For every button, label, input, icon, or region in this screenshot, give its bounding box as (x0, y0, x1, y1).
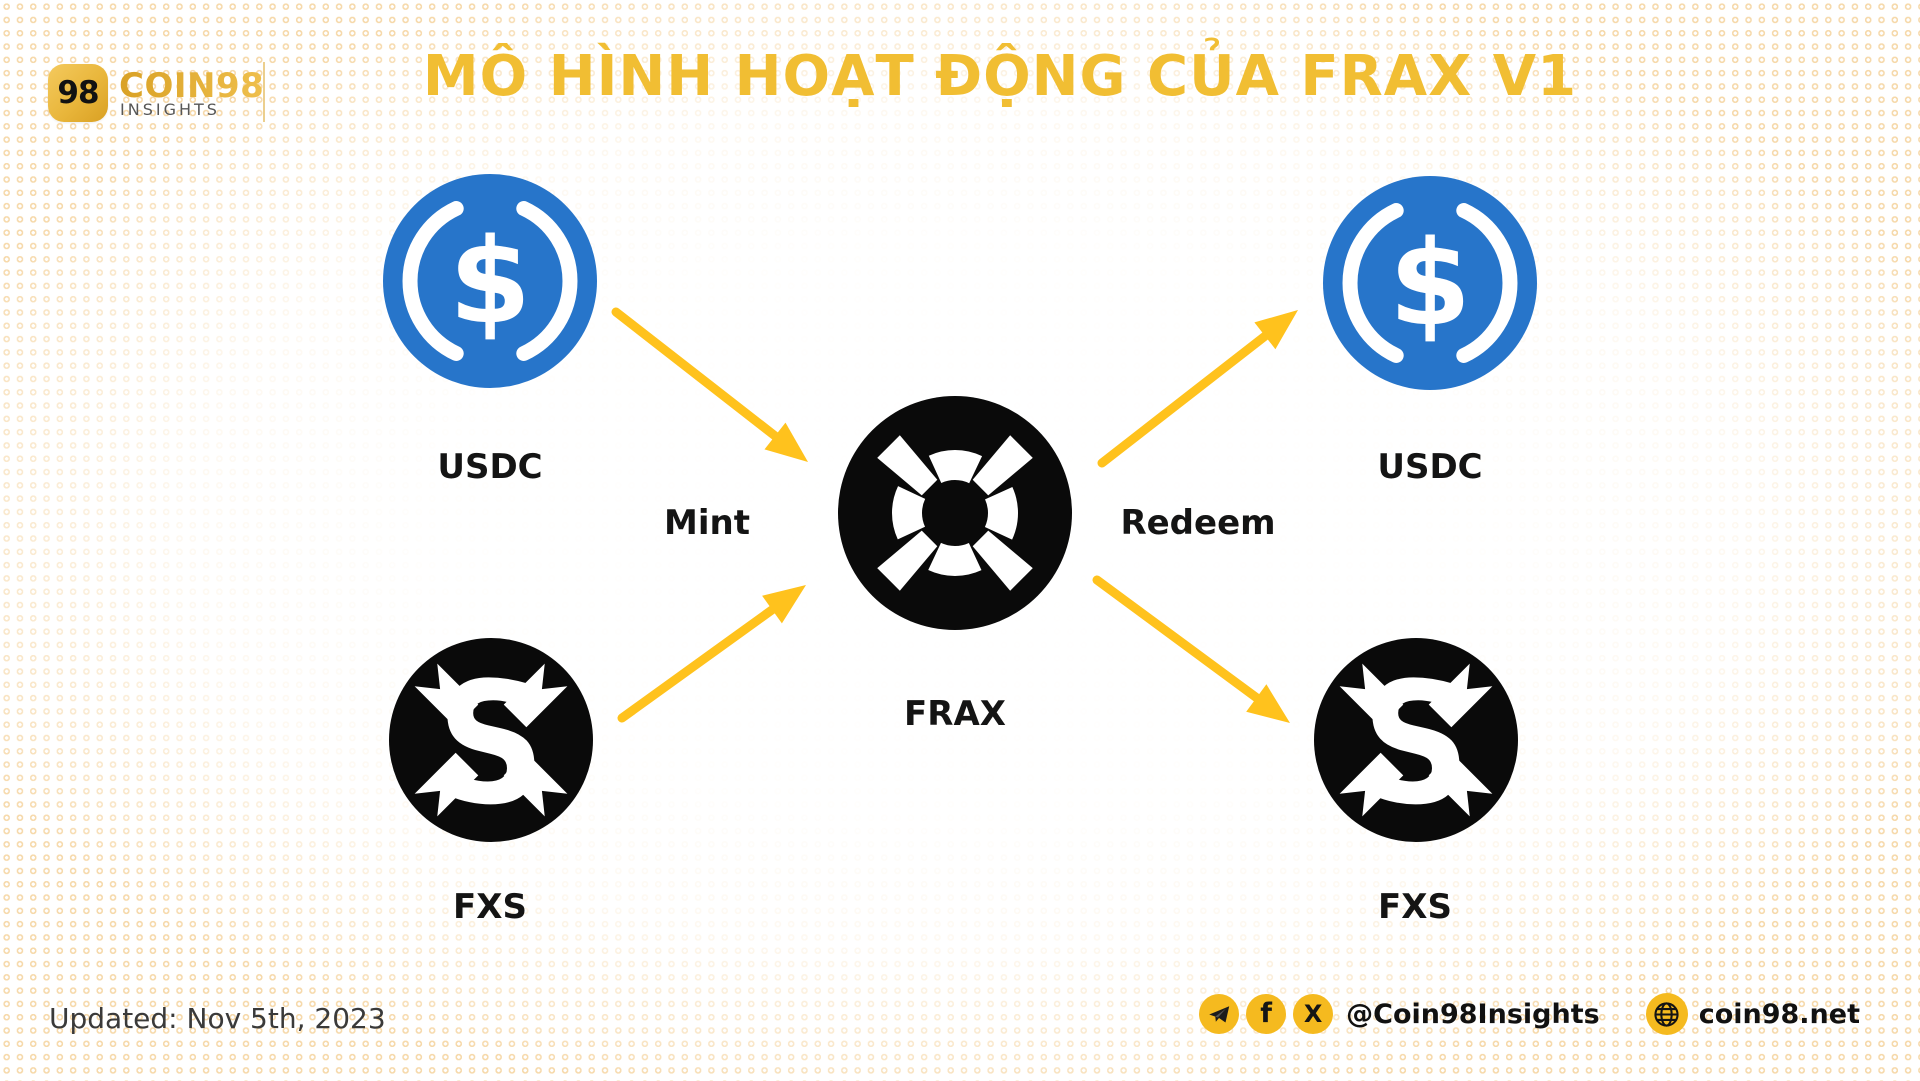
social-handle[interactable]: @Coin98Insights (1346, 998, 1600, 1030)
arrow-usdc-to-frax (611, 307, 808, 462)
arrow-frax-to-usdc (1097, 310, 1298, 468)
globe-icon[interactable] (1645, 993, 1688, 1035)
coin98-logo: 98 (48, 64, 108, 122)
mint-label: Mint (664, 503, 750, 543)
social-bar: f X @Coin98Insights coin98.net (1199, 991, 1860, 1037)
arrow-fxs-to-frax (617, 585, 806, 723)
fxs-coin-icon: S (389, 638, 593, 842)
brand-name: COIN98 (119, 66, 265, 106)
usdc-coin-icon: $ (383, 174, 597, 388)
x-icon[interactable]: X (1293, 994, 1334, 1034)
brand-subtitle: INSIGHTS (120, 100, 220, 119)
updated-date: Updated: Nov 5th, 2023 (49, 1002, 386, 1035)
facebook-icon[interactable]: f (1246, 994, 1287, 1034)
redeem-label: Redeem (1120, 503, 1276, 543)
brand-divider (263, 62, 265, 122)
frax-coin-icon (838, 396, 1072, 630)
fxs-s-glyph: S (437, 646, 546, 842)
website-link[interactable]: coin98.net (1698, 998, 1860, 1030)
fxs-coin-icon: S (1314, 638, 1518, 842)
arrow-frax-to-fxs (1092, 575, 1290, 723)
dollar-glyph: $ (1389, 214, 1471, 352)
fxs-s-glyph: S (1362, 646, 1471, 842)
node-label-usdc-right: USDC (1377, 447, 1483, 487)
dollar-glyph: $ (449, 212, 531, 350)
coin98-logo-badge: 98 (57, 75, 99, 111)
frax-ticks (877, 435, 1033, 591)
node-label-usdc-left: USDC (437, 447, 543, 487)
telegram-icon[interactable] (1199, 994, 1240, 1034)
node-label-frax: FRAX (904, 694, 1006, 734)
fxs-ticks (1339, 663, 1493, 817)
node-label-fxs-left: FXS (453, 887, 527, 927)
fxs-ticks (414, 663, 568, 817)
node-label-fxs-right: FXS (1378, 887, 1452, 927)
page-title: MÔ HÌNH HOẠT ĐỘNG CỦA FRAX V1 (422, 44, 1578, 109)
usdc-coin-icon: $ (1323, 176, 1537, 390)
